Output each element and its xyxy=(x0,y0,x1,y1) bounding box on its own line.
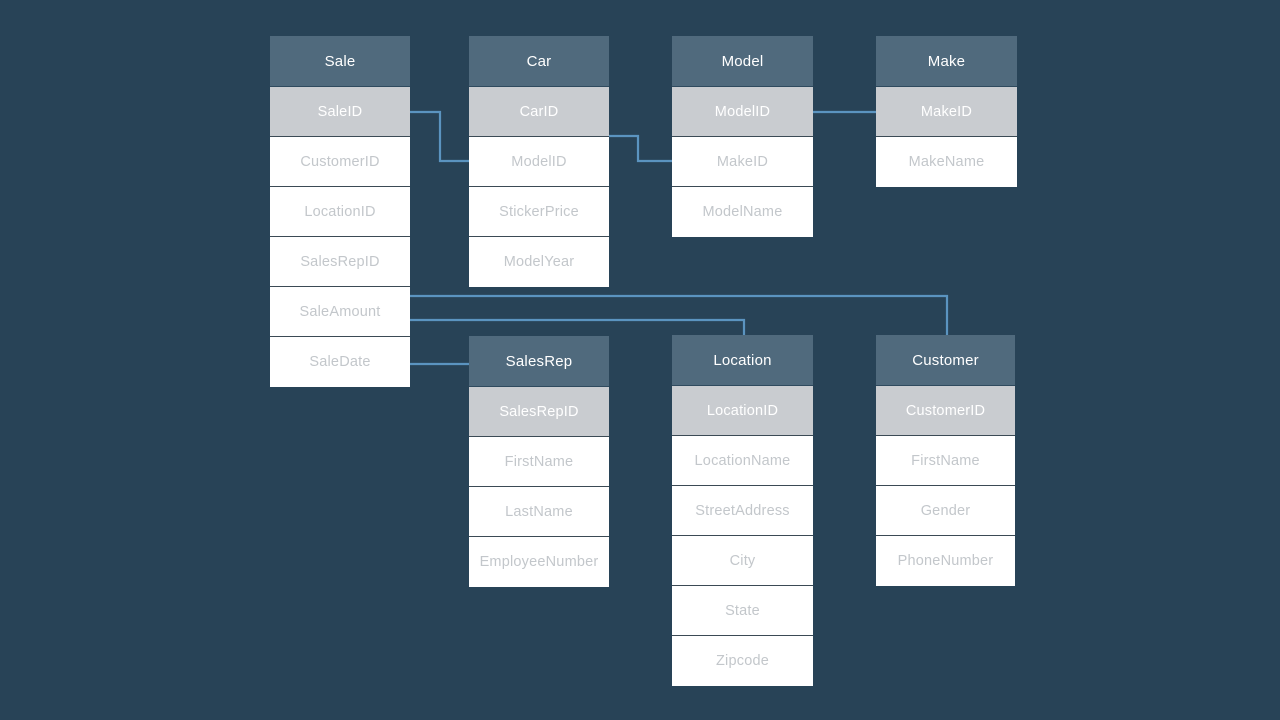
field-row-location[interactable]: State xyxy=(672,586,813,636)
field-row-sale[interactable]: LocationID xyxy=(270,187,410,237)
primary-key-row-location[interactable]: LocationID xyxy=(672,386,813,436)
entity-title-sale: Sale xyxy=(270,36,410,87)
field-row-car[interactable]: ModelID xyxy=(469,137,609,187)
entity-title-salesrep: SalesRep xyxy=(469,336,609,387)
field-row-sale[interactable]: SaleDate xyxy=(270,337,410,387)
field-row-car[interactable]: ModelYear xyxy=(469,237,609,287)
field-row-salesrep[interactable]: EmployeeNumber xyxy=(469,537,609,587)
field-row-car[interactable]: StickerPrice xyxy=(469,187,609,237)
relationship-sale-to-location xyxy=(408,318,746,338)
field-row-customer[interactable]: Gender xyxy=(876,486,1015,536)
relationship-sale-to-customer xyxy=(408,294,949,338)
relationship-car-to-sale xyxy=(402,110,471,163)
primary-key-row-model[interactable]: ModelID xyxy=(672,87,813,137)
field-row-customer[interactable]: FirstName xyxy=(876,436,1015,486)
field-row-sale[interactable]: SalesRepID xyxy=(270,237,410,287)
field-row-location[interactable]: Zipcode xyxy=(672,636,813,686)
field-row-location[interactable]: StreetAddress xyxy=(672,486,813,536)
primary-key-row-salesrep[interactable]: SalesRepID xyxy=(469,387,609,437)
field-row-sale[interactable]: CustomerID xyxy=(270,137,410,187)
field-row-salesrep[interactable]: FirstName xyxy=(469,437,609,487)
field-row-model[interactable]: MakeID xyxy=(672,137,813,187)
field-row-customer[interactable]: PhoneNumber xyxy=(876,536,1015,586)
entity-title-model: Model xyxy=(672,36,813,87)
field-row-sale[interactable]: SaleAmount xyxy=(270,287,410,337)
field-row-salesrep[interactable]: LastName xyxy=(469,487,609,537)
primary-key-row-customer[interactable]: CustomerID xyxy=(876,386,1015,436)
field-row-model[interactable]: ModelName xyxy=(672,187,813,237)
field-row-location[interactable]: LocationName xyxy=(672,436,813,486)
field-row-make[interactable]: MakeName xyxy=(876,137,1017,187)
primary-key-row-make[interactable]: MakeID xyxy=(876,87,1017,137)
entity-title-customer: Customer xyxy=(876,335,1015,386)
primary-key-row-sale[interactable]: SaleID xyxy=(270,87,410,137)
primary-key-row-car[interactable]: CarID xyxy=(469,87,609,137)
field-row-location[interactable]: City xyxy=(672,536,813,586)
entity-title-make: Make xyxy=(876,36,1017,87)
relationship-model-to-car xyxy=(607,134,674,163)
entity-title-location: Location xyxy=(672,335,813,386)
entity-title-car: Car xyxy=(469,36,609,87)
